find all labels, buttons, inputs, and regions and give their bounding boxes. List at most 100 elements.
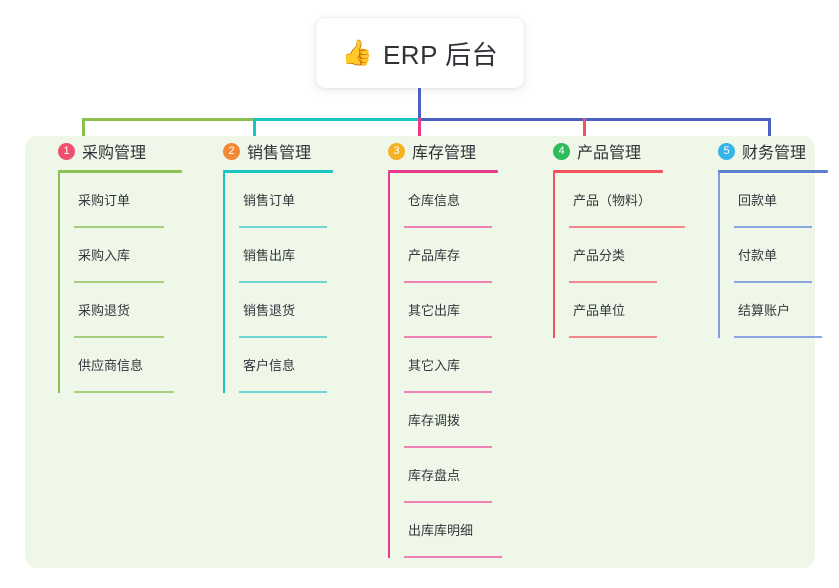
item-label: 采购订单 (78, 193, 131, 208)
item-label: 其它入库 (408, 358, 461, 373)
list-item[interactable]: 销售退货 (239, 283, 365, 338)
column-items-4: 产品（物料） 产品分类 产品单位 (553, 173, 705, 338)
item-label: 产品单位 (573, 303, 626, 318)
item-rule (734, 336, 822, 338)
column-rule-5 (718, 170, 828, 173)
trunk-bar-segment-blue (419, 118, 771, 121)
item-rule (74, 336, 164, 338)
column-title-3: 库存管理 (412, 145, 477, 162)
list-item[interactable]: 产品分类 (569, 228, 705, 283)
item-label: 产品分类 (573, 248, 626, 263)
column-spine-5 (718, 173, 720, 338)
list-item[interactable]: 产品单位 (569, 283, 705, 338)
item-rule (569, 336, 657, 338)
column-title-2: 销售管理 (247, 145, 312, 162)
column-spine-1 (58, 173, 60, 393)
item-label: 销售订单 (243, 193, 296, 208)
column-sales: 2 销售管理 销售订单 销售出库 销售退货 客户信息 (205, 136, 365, 393)
column-header-4[interactable]: 4 产品管理 (535, 136, 705, 166)
column-drop-2 (253, 118, 256, 145)
column-drop-1 (82, 118, 85, 145)
column-badge-3: 3 (388, 142, 405, 160)
column-title-4: 产品管理 (577, 145, 642, 162)
item-rule (734, 281, 812, 283)
item-rule (569, 226, 685, 228)
column-spine-4 (553, 173, 555, 338)
column-badge-1: 1 (58, 142, 75, 160)
list-item[interactable]: 产品库存 (404, 228, 530, 283)
column-drop-3 (418, 118, 421, 145)
item-rule (404, 336, 492, 338)
column-rule-4 (553, 170, 663, 173)
item-label: 库存调拨 (408, 413, 461, 428)
column-drop-4 (583, 118, 586, 145)
column-inventory: 3 库存管理 仓库信息 产品库存 其它出库 其它入库 库存调拨 (370, 136, 530, 558)
thumbs-up-icon: 👍 (341, 38, 373, 67)
item-label: 产品（物料） (573, 193, 652, 208)
column-badge-2: 2 (223, 142, 240, 160)
item-rule (404, 391, 492, 393)
column-title-1: 采购管理 (82, 145, 147, 162)
column-badge-5: 5 (718, 142, 735, 160)
item-rule (404, 281, 492, 283)
item-label: 产品库存 (408, 248, 461, 263)
item-rule (74, 391, 174, 393)
list-item[interactable]: 其它出库 (404, 283, 530, 338)
list-item[interactable]: 销售订单 (239, 173, 365, 228)
list-item[interactable]: 仓库信息 (404, 173, 530, 228)
list-item[interactable]: 出库库明细 (404, 503, 530, 558)
trunk-bar-segment-teal (254, 118, 420, 121)
column-rule-2 (223, 170, 333, 173)
column-finance: 5 财务管理 回款单 付款单 结算账户 (700, 136, 839, 338)
list-item[interactable]: 采购订单 (74, 173, 200, 228)
list-item[interactable]: 库存盘点 (404, 448, 530, 503)
column-badge-4: 4 (553, 142, 570, 160)
column-rule-1 (58, 170, 182, 173)
list-item[interactable]: 采购入库 (74, 228, 200, 283)
item-rule (239, 391, 327, 393)
item-rule (404, 501, 492, 503)
column-items-5: 回款单 付款单 结算账户 (718, 173, 839, 338)
column-product: 4 产品管理 产品（物料） 产品分类 产品单位 (535, 136, 705, 338)
item-label: 销售出库 (243, 248, 296, 263)
trunk-bar-segment-green (82, 118, 255, 121)
column-items-2: 销售订单 销售出库 销售退货 客户信息 (223, 173, 365, 393)
item-rule (239, 226, 327, 228)
diagram-panel (25, 136, 815, 568)
item-label: 其它出库 (408, 303, 461, 318)
item-label: 采购退货 (78, 303, 131, 318)
list-item[interactable]: 回款单 (734, 173, 839, 228)
item-label: 付款单 (738, 248, 778, 263)
item-label: 回款单 (738, 193, 778, 208)
list-item[interactable]: 供应商信息 (74, 338, 200, 393)
item-label: 出库库明细 (408, 523, 474, 538)
item-rule (569, 281, 657, 283)
list-item[interactable]: 客户信息 (239, 338, 365, 393)
list-item[interactable]: 产品（物料） (569, 173, 705, 228)
item-label: 销售退货 (243, 303, 296, 318)
column-procurement: 1 采购管理 采购订单 采购入库 采购退货 供应商信息 (40, 136, 200, 393)
item-rule (734, 226, 812, 228)
list-item[interactable]: 库存调拨 (404, 393, 530, 448)
item-label: 客户信息 (243, 358, 296, 373)
column-items-3: 仓库信息 产品库存 其它出库 其它入库 库存调拨 库存盘点 (388, 173, 530, 558)
item-label: 采购入库 (78, 248, 131, 263)
item-label: 库存盘点 (408, 468, 461, 483)
column-spine-3 (388, 173, 390, 558)
column-header-2[interactable]: 2 销售管理 (205, 136, 365, 166)
list-item[interactable]: 结算账户 (734, 283, 839, 338)
list-item[interactable]: 采购退货 (74, 283, 200, 338)
item-rule (404, 446, 492, 448)
column-rule-3 (388, 170, 498, 173)
list-item[interactable]: 付款单 (734, 228, 839, 283)
column-header-1[interactable]: 1 采购管理 (40, 136, 200, 166)
list-item[interactable]: 销售出库 (239, 228, 365, 283)
column-header-5[interactable]: 5 财务管理 (700, 136, 839, 166)
column-header-3[interactable]: 3 库存管理 (370, 136, 530, 166)
column-drop-5 (768, 118, 771, 145)
root-node[interactable]: 👍 ERP 后台 (316, 18, 524, 88)
list-item[interactable]: 其它入库 (404, 338, 530, 393)
item-rule (74, 281, 164, 283)
item-rule (404, 226, 492, 228)
